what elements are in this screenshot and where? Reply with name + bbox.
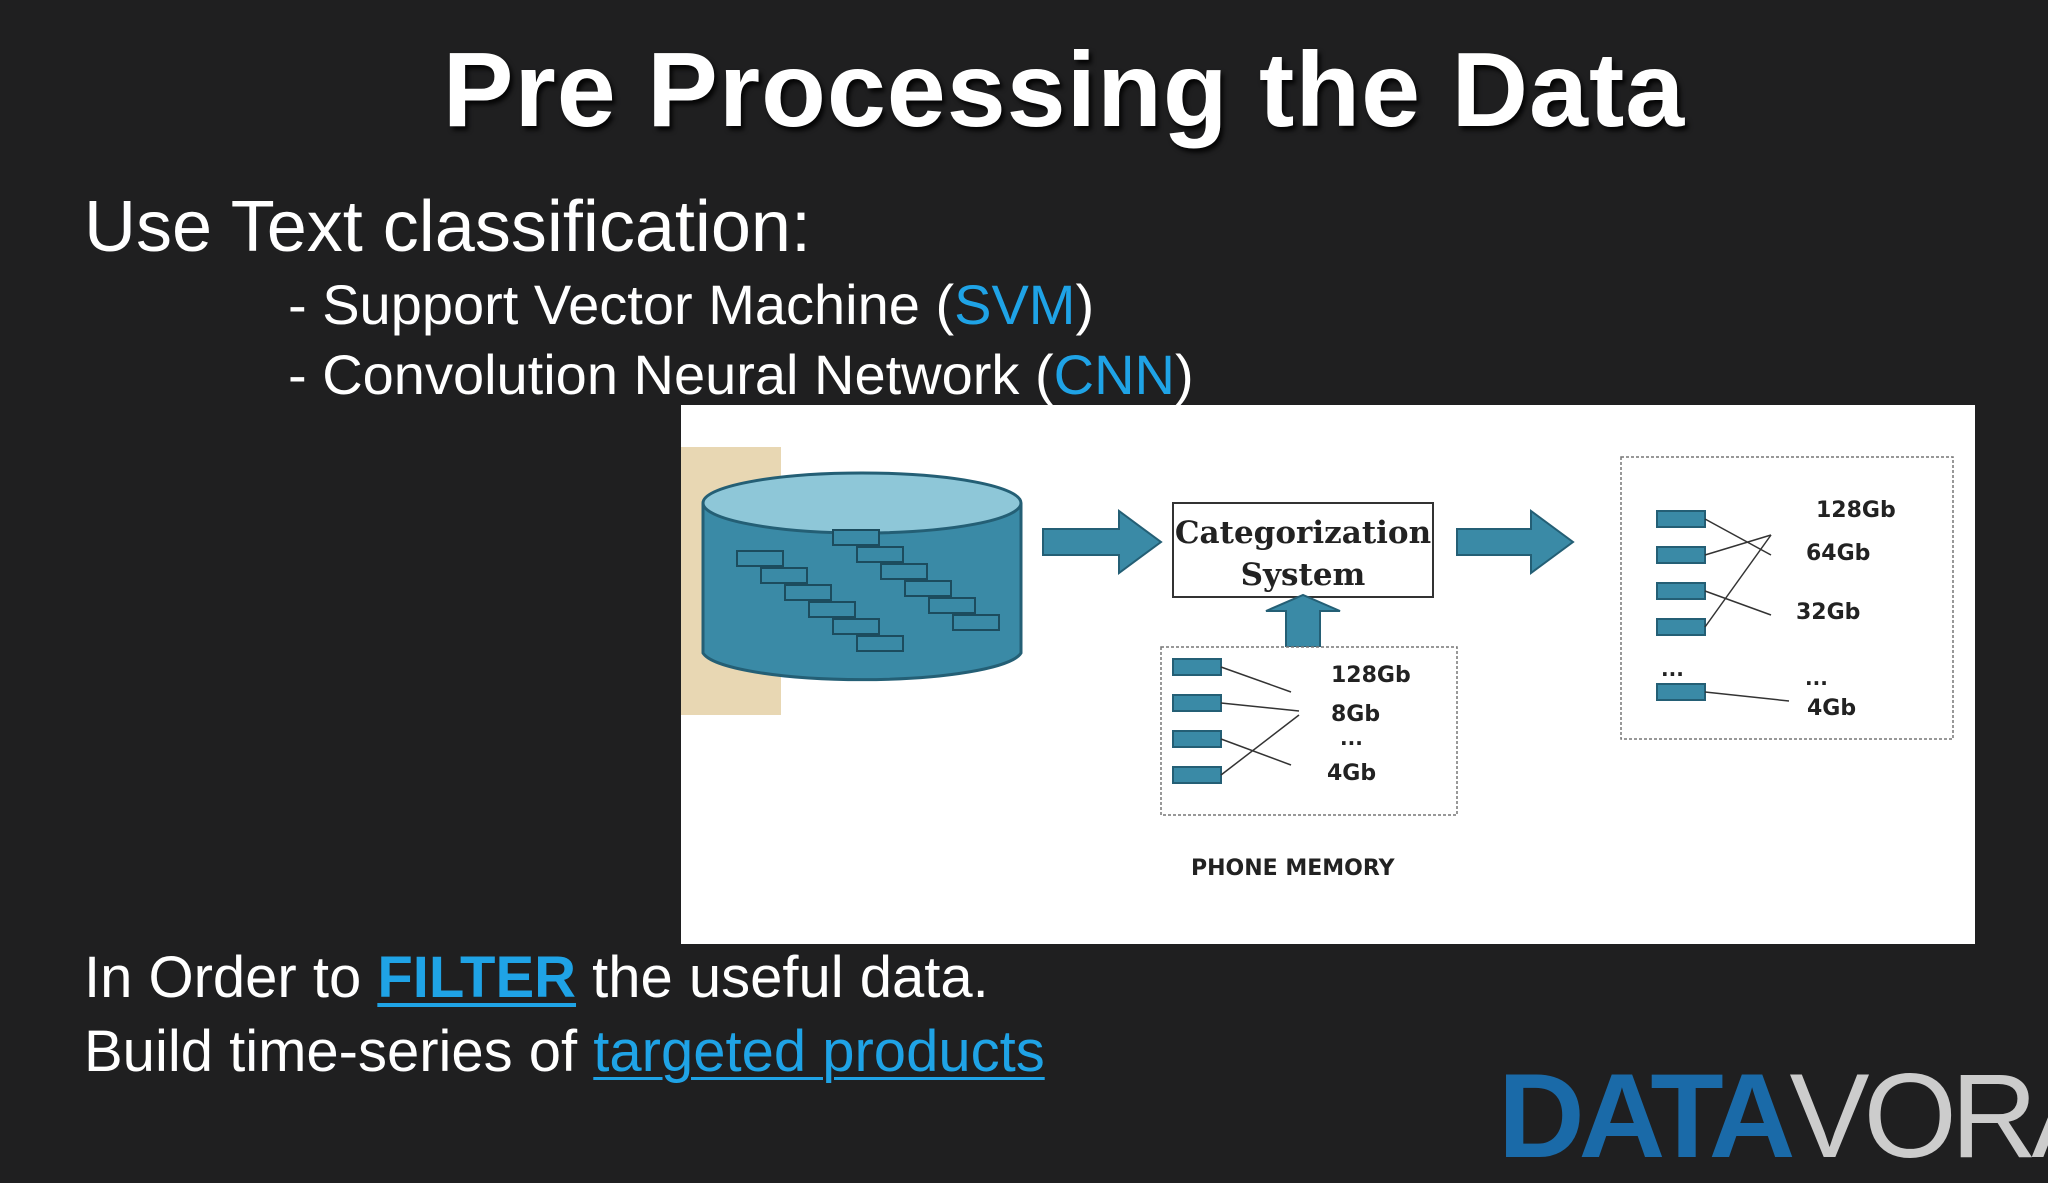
system-label-line1: Categorization [1175,515,1431,551]
bullet-svm: - Support Vector Machine (SVM) [288,272,1094,337]
time-series-line: Build time-series of targeted products [84,1018,1045,1085]
logo-part-vora: VORA [1789,1049,2048,1183]
slide-title: Pre Processing the Data [442,31,1686,149]
bullet-cnn-prefix: - Convolution Neural Network ( [288,343,1054,406]
system-label-line2: System [1241,557,1366,593]
subtitle: Use Text classification: [84,187,811,267]
input-value-128gb: 128Gb [1331,663,1411,688]
output-slot-dots: ... [1661,657,1684,681]
output-value-32gb: 32Gb [1796,600,1860,625]
input-connectors [1220,666,1300,776]
filter-line-prefix: In Order to [84,945,378,1010]
output-slots [1656,510,1706,701]
bullet-cnn-highlight: CNN [1053,343,1175,406]
bullet-svm-highlight: SVM [954,273,1076,336]
datavora-logo: DATAVORA [1498,1056,2048,1176]
output-value-dots: ... [1805,666,1828,690]
time-series-prefix: Build time-series of [84,1019,594,1084]
database-icon [701,471,1023,682]
diagram-canvas: Categorization System 128Gb 8Gb ... 4Gb … [681,447,1954,881]
arrow-up-icon [1265,593,1341,648]
categorization-diagram: Categorization System 128Gb 8Gb ... 4Gb … [681,405,1975,944]
targeted-products-link[interactable]: targeted products [593,1019,1045,1084]
arrow-right-icon [1456,509,1575,575]
output-value-128gb: 128Gb [1816,498,1896,523]
bullet-cnn-suffix: ) [1174,343,1194,406]
output-connectors [1704,518,1790,702]
input-value-4gb: 4Gb [1327,761,1376,786]
output-value-4gb: 4Gb [1807,696,1856,721]
phone-memory-caption: PHONE MEMORY [1191,856,1396,881]
bullet-svm-prefix: - Support Vector Machine ( [288,273,955,336]
bullet-svm-suffix: ) [1075,273,1095,336]
bullet-cnn: - Convolution Neural Network (CNN) [288,342,1194,407]
output-value-64gb: 64Gb [1806,541,1870,566]
arrow-right-icon [1042,509,1163,575]
filter-link[interactable]: FILTER [377,945,577,1010]
filter-line: In Order to FILTER the useful data. [84,944,989,1011]
filter-line-suffix: the useful data. [576,945,989,1010]
input-value-8gb: 8Gb [1331,702,1380,727]
logo-part-data: DATA [1498,1049,1795,1183]
input-value-dots: ... [1340,726,1363,750]
categorization-system-box [1172,502,1434,598]
